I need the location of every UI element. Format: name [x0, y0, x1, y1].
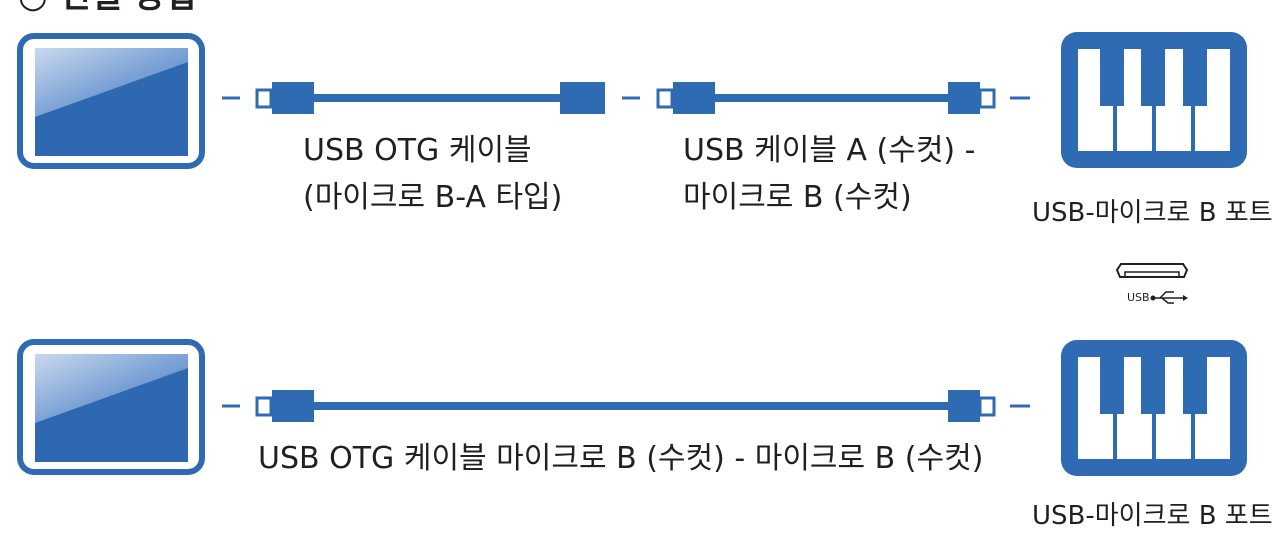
keyboard-icon — [1061, 32, 1247, 168]
tablet-icon — [17, 33, 205, 169]
usb-cable-icon — [656, 82, 996, 114]
tablet-icon — [17, 339, 205, 475]
keyboard-icon — [1061, 340, 1247, 476]
usb-otg-micro-cable-icon — [255, 390, 996, 422]
port-label: USB-마이크로 B 포트 — [1032, 198, 1273, 228]
cable1-label-line1: USB OTG 케이블 — [303, 133, 532, 168]
cable2-label-line2: 마이크로 B (수컷) — [683, 180, 912, 215]
usb-symbol-text: USB — [1127, 291, 1150, 304]
section-heading: ○ 연결 방법 — [18, 0, 196, 14]
usb-otg-cable-icon — [255, 82, 605, 114]
port-label: USB-마이크로 B 포트 — [1032, 501, 1273, 531]
cable1-label-line2: (마이크로 B-A 타입) — [303, 180, 563, 215]
micro-usb-port-icon — [1115, 263, 1189, 278]
usb-symbol-icon — [1150, 291, 1188, 304]
cable2-label-line1: USB 케이블 A (수컷) - — [683, 133, 976, 168]
cable3-label: USB OTG 케이블 마이크로 B (수컷) - 마이크로 B (수컷) — [258, 441, 984, 476]
